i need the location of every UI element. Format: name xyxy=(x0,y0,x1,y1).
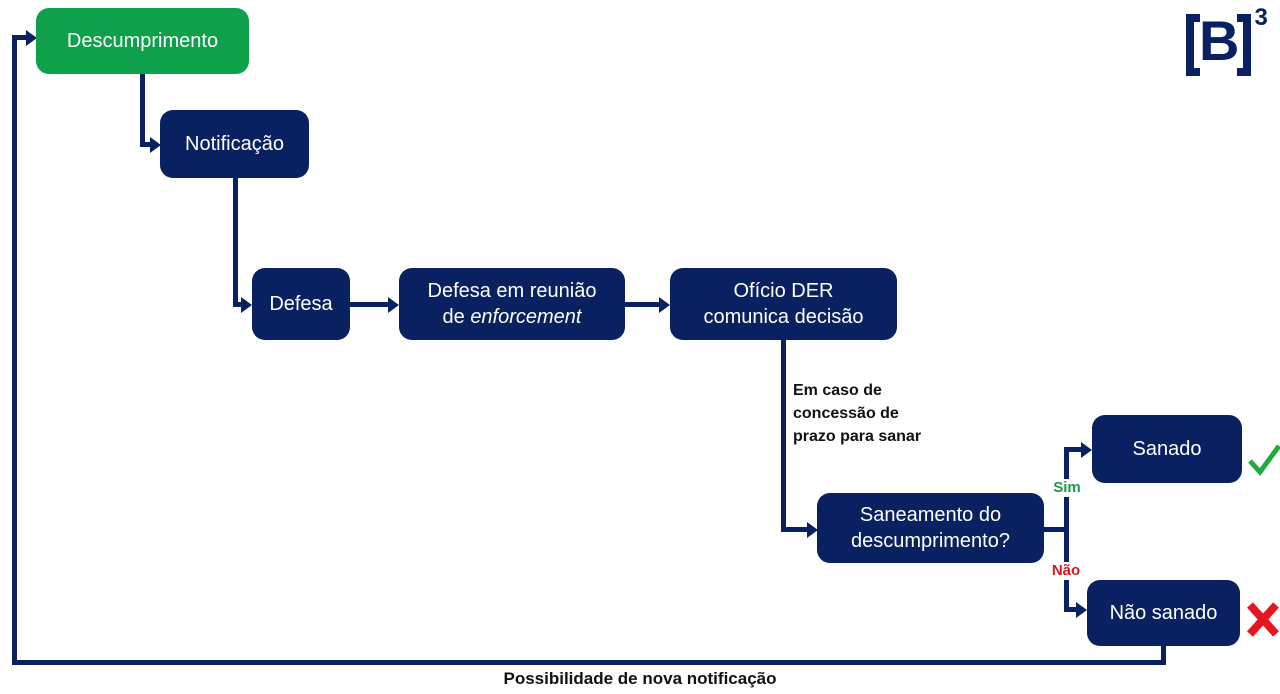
node-defesa-reuniao: Defesa em reunião de enforcement xyxy=(399,268,625,340)
arrowhead-to-notificacao xyxy=(150,137,161,153)
connector-descumprimento-down xyxy=(140,74,145,147)
node-defesa-reuniao-line2: de enforcement xyxy=(443,304,582,330)
connector-oficio-right xyxy=(781,527,808,532)
arrowhead-loop-to-descumprimento xyxy=(26,30,37,46)
connector-reuniao-oficio xyxy=(624,302,660,307)
node-descumprimento-label: Descumprimento xyxy=(66,30,219,52)
connector-loop-left-vertical xyxy=(12,35,17,665)
annotation-prazo: Em caso de concessão de prazo para sanar xyxy=(793,382,922,445)
connector-defesa-reuniao xyxy=(350,302,389,307)
logo-letter: B xyxy=(1199,9,1239,72)
node-defesa-reuniao-line1: Defesa em reunião xyxy=(427,280,597,302)
connector-notificacao-right xyxy=(233,302,242,307)
node-sanado-label: Sanado xyxy=(1132,438,1202,460)
logo-left-bracket-icon xyxy=(1186,14,1200,76)
node-nao-sanado: Não sanado xyxy=(1087,580,1240,646)
node-descumprimento: Descumprimento xyxy=(36,8,249,74)
connector-branch-vertical xyxy=(1064,447,1069,612)
connector-notificacao-down xyxy=(233,178,238,307)
connector-descumprimento-right xyxy=(140,142,151,147)
arrowhead-to-defesa xyxy=(241,297,252,313)
logo-right-bracket-icon xyxy=(1237,14,1252,76)
arrowhead-to-naosanado xyxy=(1076,602,1087,618)
connector-loop-bottom-horizontal xyxy=(12,660,1166,665)
node-defesa-reuniao-line2-italic: enforcement xyxy=(470,306,582,328)
node-saneamento-line2: descumprimento? xyxy=(851,530,1010,552)
arrowhead-to-sanado xyxy=(1081,442,1092,458)
connector-branch-sim xyxy=(1064,447,1081,452)
node-notificacao-label: Notificação xyxy=(185,133,284,155)
node-defesa-reuniao-line2-prefix: de xyxy=(442,306,471,328)
check-icon xyxy=(1246,438,1280,483)
branch-label-nao: Não xyxy=(1044,562,1088,580)
arrowhead-to-reuniao xyxy=(388,297,399,313)
connector-oficio-down xyxy=(781,340,786,532)
b3-logo: B 3 xyxy=(1186,6,1268,76)
node-saneamento-line1: Saneamento do xyxy=(859,504,1002,526)
node-nao-sanado-label: Não sanado xyxy=(1109,602,1218,624)
node-notificacao: Notificação xyxy=(160,110,309,178)
node-oficio-der-line2: comunica decisão xyxy=(703,306,864,328)
x-icon xyxy=(1244,598,1280,645)
branch-label-sim: Sim xyxy=(1046,479,1088,497)
node-oficio-der-line1: Ofício DER xyxy=(733,280,834,302)
connector-saneamento-out xyxy=(1043,527,1069,532)
logo-superscript: 3 xyxy=(1254,4,1268,31)
node-saneamento: Saneamento do descumprimento? xyxy=(817,493,1044,563)
arrowhead-to-saneamento xyxy=(807,522,818,538)
connector-branch-nao xyxy=(1064,607,1076,612)
node-oficio-der: Ofício DER comunica decisão xyxy=(670,268,897,340)
arrowhead-to-oficio xyxy=(659,297,670,313)
connector-naosanado-to-loop xyxy=(1161,645,1166,662)
bottom-caption: Possibilidade de nova notificação xyxy=(503,669,777,688)
node-defesa-label: Defesa xyxy=(269,293,333,315)
node-defesa: Defesa xyxy=(252,268,350,340)
connector-loop-entry xyxy=(12,35,27,40)
node-sanado: Sanado xyxy=(1092,415,1242,483)
